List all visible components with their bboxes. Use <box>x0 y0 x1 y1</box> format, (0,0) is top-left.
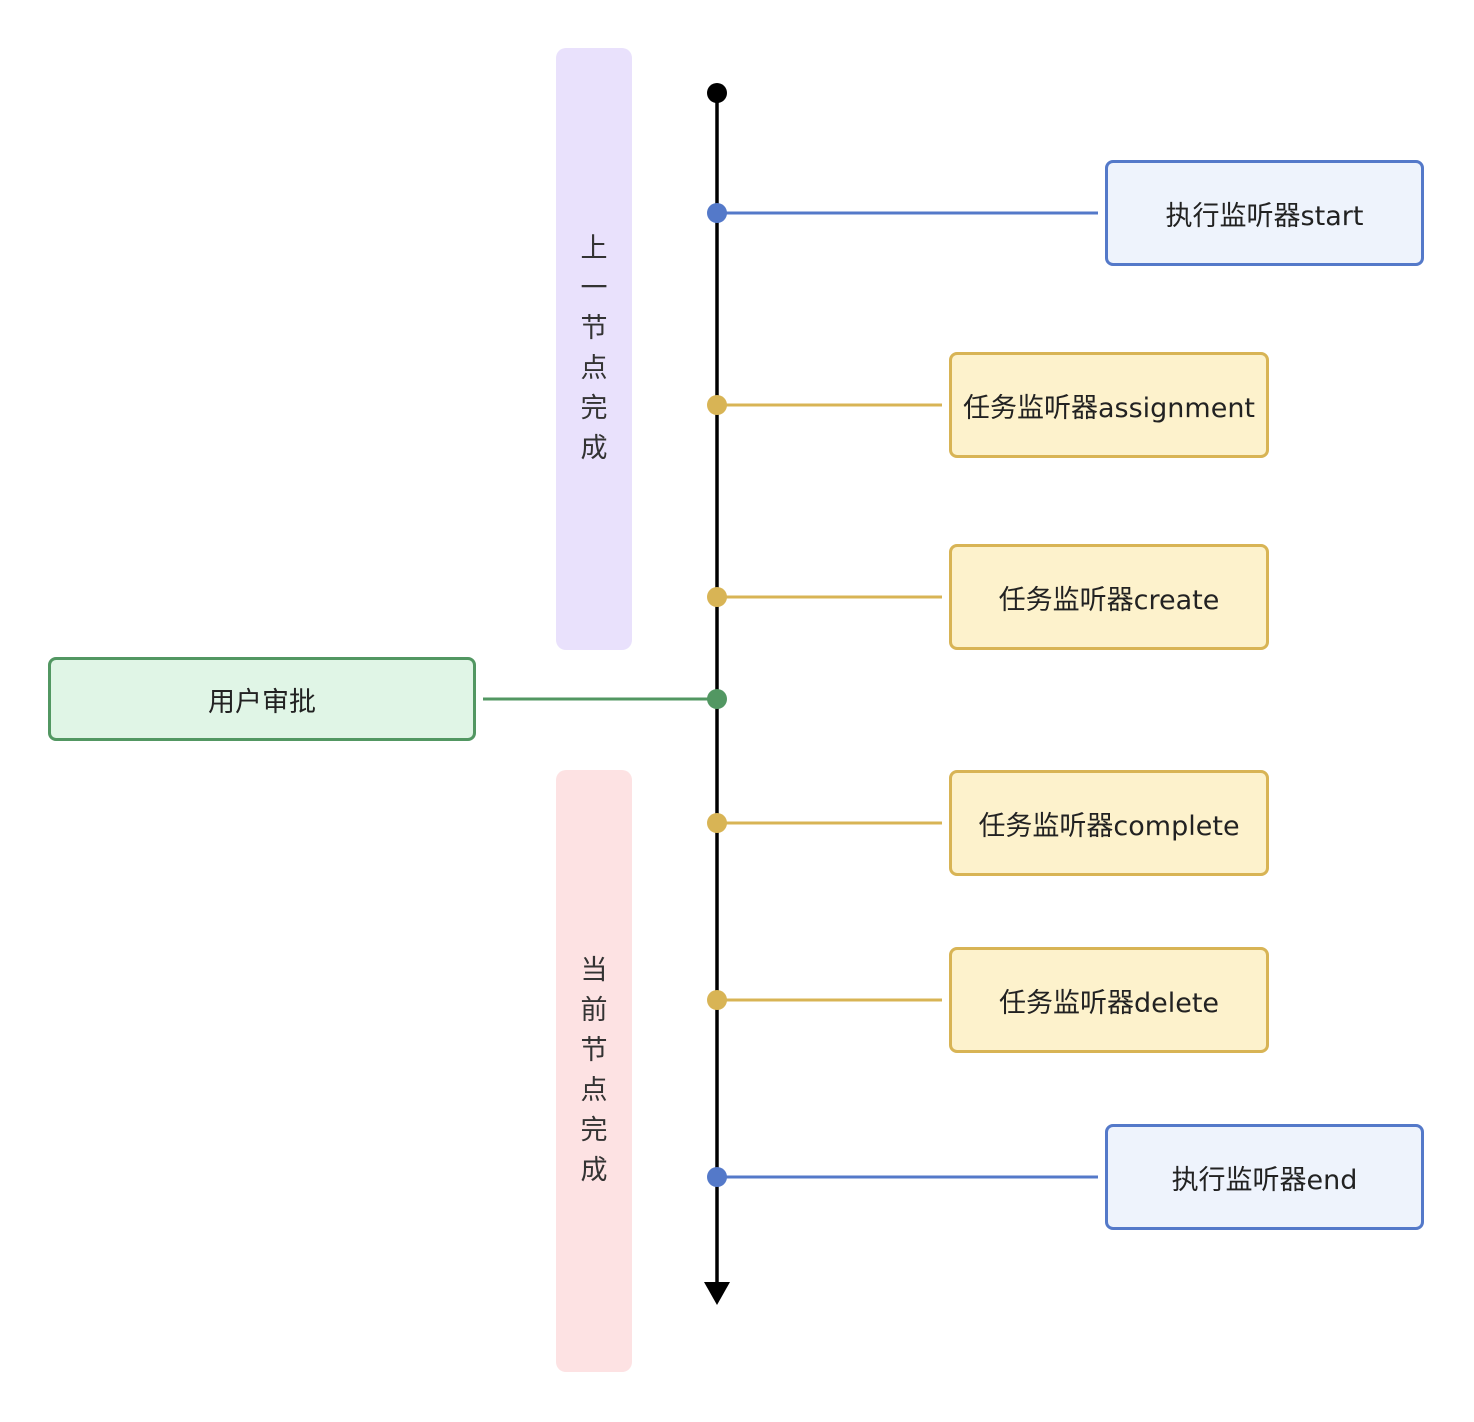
dot-exec-start <box>707 203 727 223</box>
phase-previous-char: 成 <box>580 433 608 464</box>
task-listener-complete-box: 任务监听器complete <box>949 770 1269 876</box>
dot-task-assignment <box>707 395 727 415</box>
phase-current-char: 节 <box>580 1035 608 1066</box>
task-listener-assignment-box: 任务监听器assignment <box>949 352 1269 458</box>
dot-exec-end <box>707 1167 727 1187</box>
phase-current-node-completed: 当 前 节 点 完 成 <box>556 770 632 1372</box>
phase-current-char: 前 <box>580 995 608 1026</box>
dot-task-create <box>707 587 727 607</box>
dot-task-delete <box>707 990 727 1010</box>
task-listener-delete-box: 任务监听器delete <box>949 947 1269 1053</box>
phase-previous-char: 点 <box>580 353 608 384</box>
user-task-box: 用户审批 <box>48 657 476 741</box>
phase-current-char: 完 <box>580 1115 608 1146</box>
phase-previous-node-completed: 上 一 节 点 完 成 <box>556 48 632 650</box>
phase-current-char: 当 <box>580 955 608 986</box>
phase-previous-char: 一 <box>580 273 608 304</box>
execution-listener-end-box: 执行监听器end <box>1105 1124 1424 1230</box>
dot-user-task <box>707 689 727 709</box>
dot-task-complete <box>707 813 727 833</box>
phase-previous-char: 完 <box>580 393 608 424</box>
phase-current-char: 成 <box>580 1155 608 1186</box>
timeline-arrowhead <box>704 1282 730 1305</box>
execution-listener-start-box: 执行监听器start <box>1105 160 1424 266</box>
phase-previous-char: 上 <box>580 233 608 264</box>
phase-current-char: 点 <box>580 1075 608 1106</box>
timeline-start-dot <box>707 83 727 103</box>
task-listener-create-box: 任务监听器create <box>949 544 1269 650</box>
phase-previous-char: 节 <box>580 313 608 344</box>
